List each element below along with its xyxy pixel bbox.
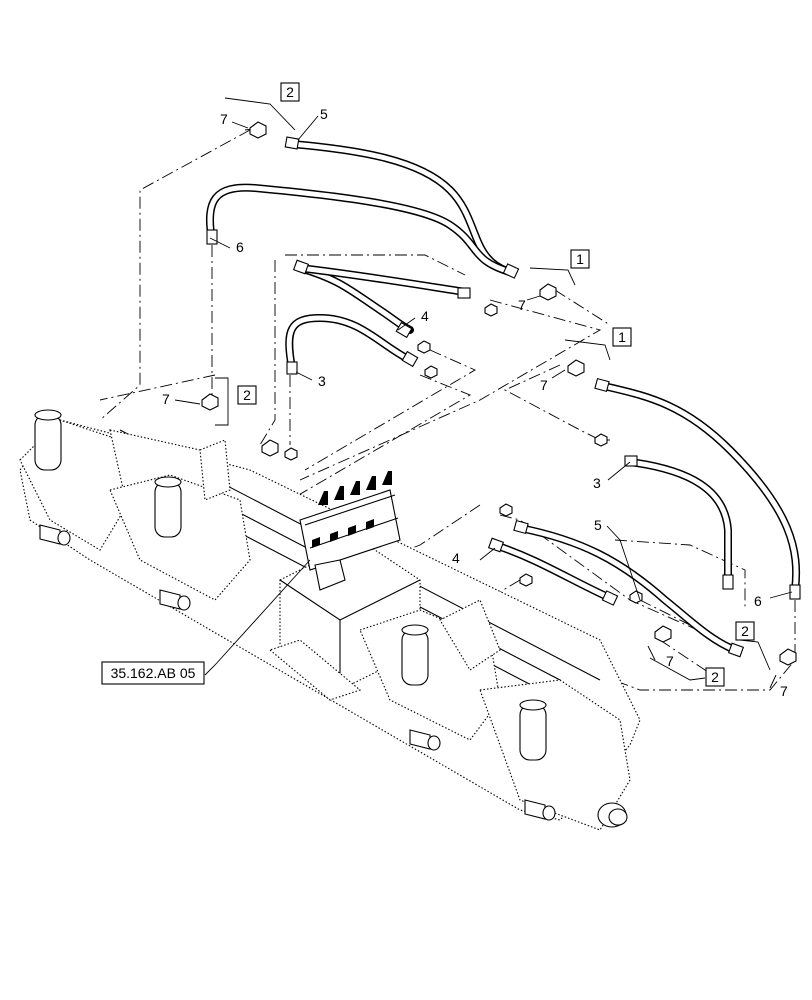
callout-6-a: 6 — [236, 239, 244, 255]
callout-7-b: 7 — [518, 297, 526, 313]
callout-6-b: 6 — [754, 593, 762, 609]
hose-6-lower — [596, 381, 801, 594]
callout-4-a: 4 — [421, 308, 429, 324]
callout-2-left-label: 2 — [243, 387, 251, 403]
callout-3-b: 3 — [593, 475, 601, 491]
callout-3-a: 3 — [318, 373, 326, 389]
callout-box-1-lower: 1 — [612, 327, 632, 347]
group-brackets — [215, 97, 771, 681]
valve-block — [299, 471, 401, 591]
callout-box-2-lower: 2 — [705, 667, 725, 687]
callout-1-upper-label: 1 — [576, 251, 584, 267]
hose-fittings — [206, 136, 801, 658]
callout-7-a: 7 — [220, 111, 228, 127]
reference-label: 35.162.AB 05 — [111, 665, 196, 681]
callout-2-right-label: 2 — [741, 623, 749, 639]
callout-5-a: 5 — [320, 106, 328, 122]
callout-box-1-upper: 1 — [570, 249, 590, 269]
callout-7-f: 7 — [780, 683, 788, 699]
callout-7-c: 7 — [162, 391, 170, 407]
elbow-fittings — [201, 121, 797, 666]
callout-2-top-label: 2 — [286, 84, 294, 100]
callout-box-2-left: 2 — [237, 385, 257, 405]
callout-7-e: 7 — [666, 653, 674, 669]
callout-4-b: 4 — [452, 550, 460, 566]
callout-1-lower-label: 1 — [618, 329, 626, 345]
callout-5-b: 5 — [594, 517, 602, 533]
reference-callout[interactable]: 35.162.AB 05 — [101, 661, 205, 685]
machine-frame — [19, 409, 641, 831]
hoses — [205, 140, 801, 654]
hose-3-lower — [626, 458, 732, 584]
callout-7-d: 7 — [540, 377, 548, 393]
leader-lines — [174, 115, 793, 689]
callout-box-2-right: 2 — [735, 621, 755, 641]
callout-box-2-top: 2 — [280, 82, 300, 102]
callout-2-lower-label: 2 — [711, 669, 719, 685]
